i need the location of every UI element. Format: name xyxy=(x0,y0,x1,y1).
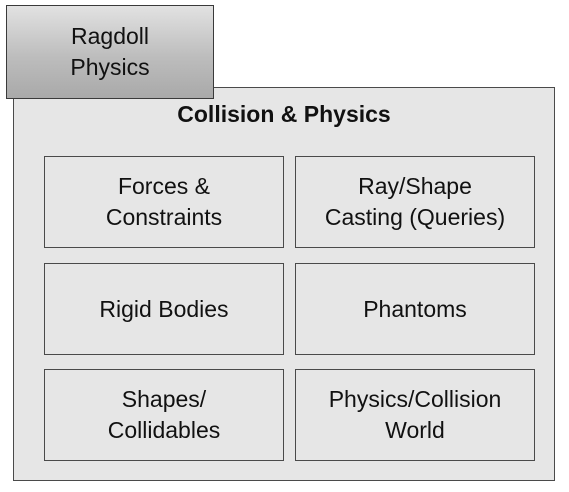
shapes-collidables-box: Shapes/ Collidables xyxy=(44,369,284,461)
forces-constraints-box: Forces & Constraints xyxy=(44,156,284,248)
ray-shape-casting-box: Ray/Shape Casting (Queries) xyxy=(295,156,535,248)
ragdoll-physics-box: Ragdoll Physics xyxy=(6,5,214,99)
rigid-bodies-box: Rigid Bodies xyxy=(44,263,284,355)
collision-physics-title: Collision & Physics xyxy=(177,101,391,127)
phantoms-box: Phantoms xyxy=(295,263,535,355)
physics-collision-world-box: Physics/Collision World xyxy=(295,369,535,461)
